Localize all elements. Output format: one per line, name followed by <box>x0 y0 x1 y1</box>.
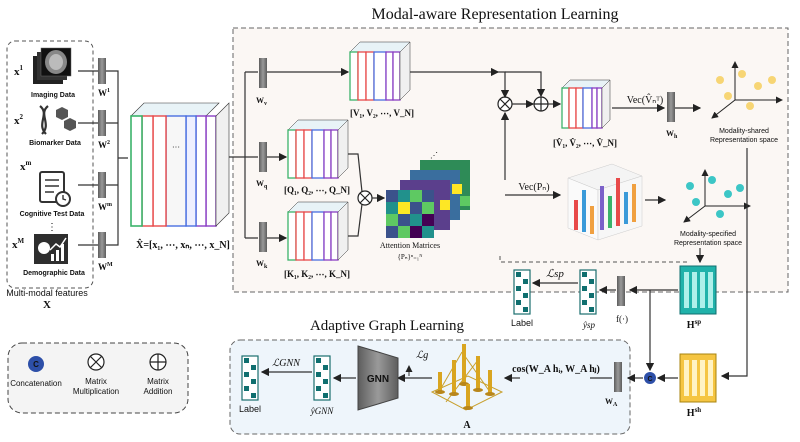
specified-space-plot: Modality-specified Representation space <box>674 169 751 247</box>
xM-symbol: xM <box>12 237 25 251</box>
legend-add-1: Matrix <box>147 377 169 386</box>
wm-label: Wm <box>98 202 112 212</box>
legend-multiply: Matrix Multiplication <box>73 353 119 396</box>
loss-gnn-label: ℒGNN <box>272 358 301 369</box>
wh-box <box>667 92 675 122</box>
concat-icon: C <box>644 372 656 384</box>
vec-p-label: Vec(Pₙ) <box>518 182 549 193</box>
legend-mult-1: Matrix <box>85 377 107 386</box>
qk-multiply-icon <box>357 190 373 206</box>
loss-g-label: ℒg <box>416 350 428 361</box>
input-cognitive: Cognitive Test Data <box>20 171 85 218</box>
wa-box <box>614 362 622 392</box>
y-gnn-label: ŷGNN <box>310 406 334 416</box>
x2-symbol: x2 <box>14 113 24 127</box>
shared-caption-2: Representation space <box>710 137 778 144</box>
demographic-caption: Demographic Data <box>23 270 85 277</box>
modal-title: Modal-aware Representation Learning <box>371 6 618 23</box>
wq-label: Wq <box>256 179 268 190</box>
input-biomarker: x2 Biomarker Data <box>14 105 81 147</box>
label-sp-matrix: Label <box>511 269 533 328</box>
vp-multiply-icon <box>497 96 513 112</box>
shared-caption-1: Modality-shared <box>719 128 769 135</box>
projection-weights: Wv Wq Wk <box>256 58 350 270</box>
bar3d-plot <box>567 163 643 241</box>
residual-add-icon <box>533 96 549 112</box>
legend-add: Matrix Addition <box>144 353 173 396</box>
w1-label: W1 <box>98 88 110 98</box>
vec-v-label: Vec(V̂ₙᵀ) <box>627 93 663 106</box>
cos-label: cos(W_A hᵢ, W_A hⱼ) <box>512 364 600 375</box>
wv-label: Wv <box>256 96 267 107</box>
input-imaging: x1 Imaging Data <box>14 47 75 99</box>
vertical-dots: ⋮ <box>47 222 57 233</box>
stack-formula: X̂=[x₁, ⋯, xₙ, ⋯, x_N] <box>136 238 230 251</box>
wa-label: WA <box>605 397 618 408</box>
legend-mult-2: Multiplication <box>73 387 119 396</box>
gnn-block: GNN <box>357 345 399 411</box>
inputs-group-symbol: X <box>43 299 51 311</box>
vhat-label: [V̂₁, V̂₂, ⋯, V̂_N] <box>553 138 617 148</box>
gnn-label: GNN <box>367 374 389 385</box>
stack-dots: ··· <box>172 143 180 152</box>
label-sp-text: Label <box>511 318 533 328</box>
vhat-stack: [V̂₁, V̂₂, ⋯, V̂_N] <box>553 79 617 148</box>
loss-sp-label: ℒsp <box>546 268 564 280</box>
attention-matrices: ⋰ Attention Matrices {Pₙ}ⁿ₌₁ᴺ <box>380 151 470 261</box>
h-sh-matrix: Hsh <box>679 353 717 419</box>
concat-legend-icon <box>28 356 44 372</box>
attention-set: {Pₙ}ⁿ₌₁ᴺ <box>398 253 424 261</box>
specified-caption-2: Representation space <box>674 240 742 247</box>
inputs-region <box>6 40 94 289</box>
w2-label: W2 <box>98 140 110 150</box>
y-gnn-matrix: ŷGNN <box>310 355 334 416</box>
wk-label: Wk <box>256 259 268 270</box>
legend-concat: C Concatenation <box>10 356 62 388</box>
a-label: A <box>463 420 471 431</box>
h-sp-matrix: Hsp <box>679 265 717 331</box>
label-gnn-text: Label <box>239 404 261 414</box>
imaging-caption: Imaging Data <box>31 92 75 99</box>
svg-text:C: C <box>33 360 39 369</box>
v-label: [V₁, V₂, ⋯, V_N] <box>350 108 414 118</box>
v-stack: [V₁, V₂, ⋯, V_N] <box>349 41 414 118</box>
input-demographic: xM Demographic Data <box>12 234 85 277</box>
label-gnn-matrix: Label <box>239 355 261 414</box>
x1-symbol: x1 <box>14 64 24 78</box>
shared-space-plot: Modality-shared Representation space <box>710 61 783 144</box>
legend-add-2: Addition <box>144 387 173 396</box>
wM-label: WM <box>98 262 113 272</box>
f-box <box>617 276 625 306</box>
biomarker-caption: Biomarker Data <box>29 140 81 147</box>
xm-symbol: xm <box>20 159 32 173</box>
y-sp-label: ŷsp <box>582 320 595 330</box>
graph-region <box>229 339 631 435</box>
graph-title: Adaptive Graph Learning <box>310 318 465 334</box>
attention-label: Attention Matrices <box>380 241 440 250</box>
k-stack: [K₁, K₂, ⋯, K_N] <box>284 201 350 279</box>
k-label: [K₁, K₂, ⋯, K_N] <box>284 269 350 279</box>
wh-label: Wh <box>666 129 678 140</box>
h-sp-label: Hsp <box>687 318 702 331</box>
h-sh-label: Hsh <box>687 406 702 419</box>
attention-dots: ⋰ <box>430 151 438 160</box>
legend-box <box>7 342 189 414</box>
q-stack: [Q₁, Q₂, ⋯, Q_N] <box>284 119 350 195</box>
adjacency-graph: A <box>430 344 504 431</box>
modality-weights: W1 W2 Wm WM <box>78 58 128 272</box>
legend-concat-text: Concatenation <box>10 379 62 388</box>
f-label: f(·) <box>616 314 628 324</box>
feature-stack: ··· X̂=[x₁, ⋯, xₙ, ⋯, x_N] <box>130 102 230 251</box>
q-label: [Q₁, Q₂, ⋯, Q_N] <box>284 185 350 195</box>
inputs-group-label: Multi-modal features <box>6 288 88 298</box>
svg-text:C: C <box>647 376 652 383</box>
specified-caption-1: Modality-specified <box>680 231 736 238</box>
y-sp-matrix: ŷsp <box>579 269 597 330</box>
cognitive-caption: Cognitive Test Data <box>20 211 85 218</box>
